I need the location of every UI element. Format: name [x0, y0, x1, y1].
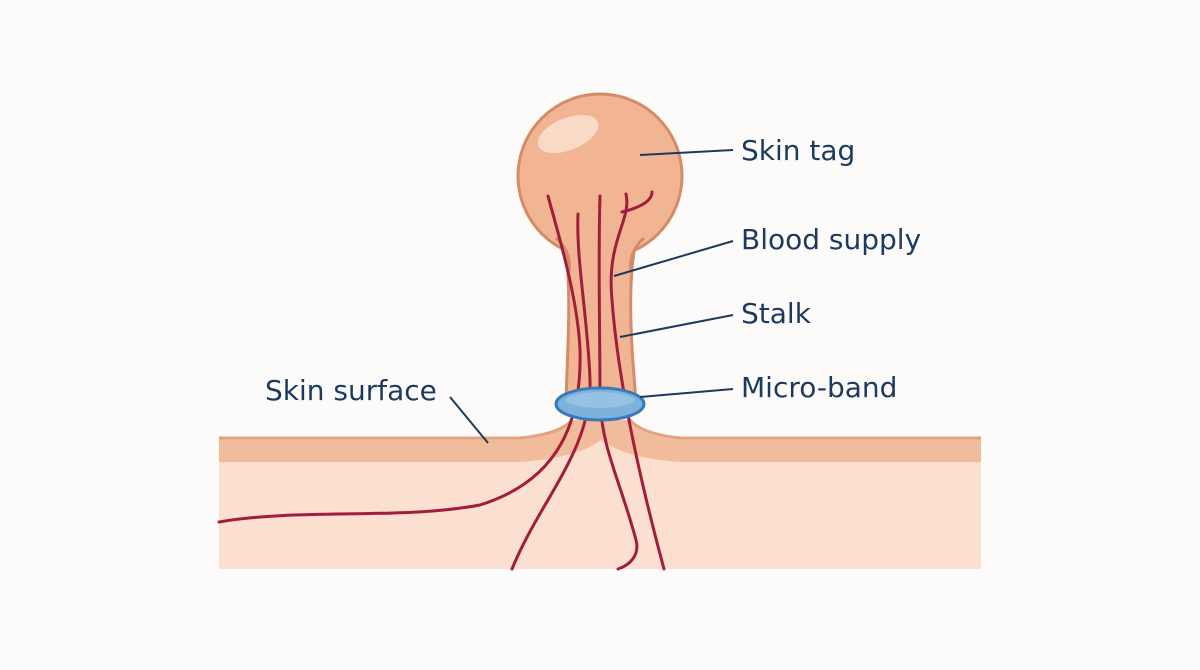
label-micro-band: Micro-band [741, 371, 898, 404]
leader-stalk [619, 314, 734, 338]
label-blood-supply: Blood supply [741, 223, 922, 256]
leader-micro-band [639, 388, 734, 398]
leader-skin-surface [449, 396, 489, 444]
leader-skin-tag [639, 149, 734, 156]
leader-lines [449, 149, 734, 444]
label-skin-surface: Skin surface [265, 374, 437, 407]
vessel-center-left [510, 212, 592, 571]
micro-band-inner [566, 392, 634, 408]
epidermis-layer [219, 420, 981, 462]
head-highlight [537, 114, 599, 154]
vessel-center-right [597, 194, 639, 571]
vessel-branch-right [620, 190, 654, 214]
vessel-left [217, 194, 582, 524]
label-skin-tag: Skin tag [741, 134, 856, 167]
leader-blood-supply [613, 240, 734, 277]
vessel-right [609, 192, 666, 571]
neck-outline [554, 236, 646, 273]
blood-vessels [217, 190, 666, 571]
label-stalk: Stalk [741, 297, 811, 330]
